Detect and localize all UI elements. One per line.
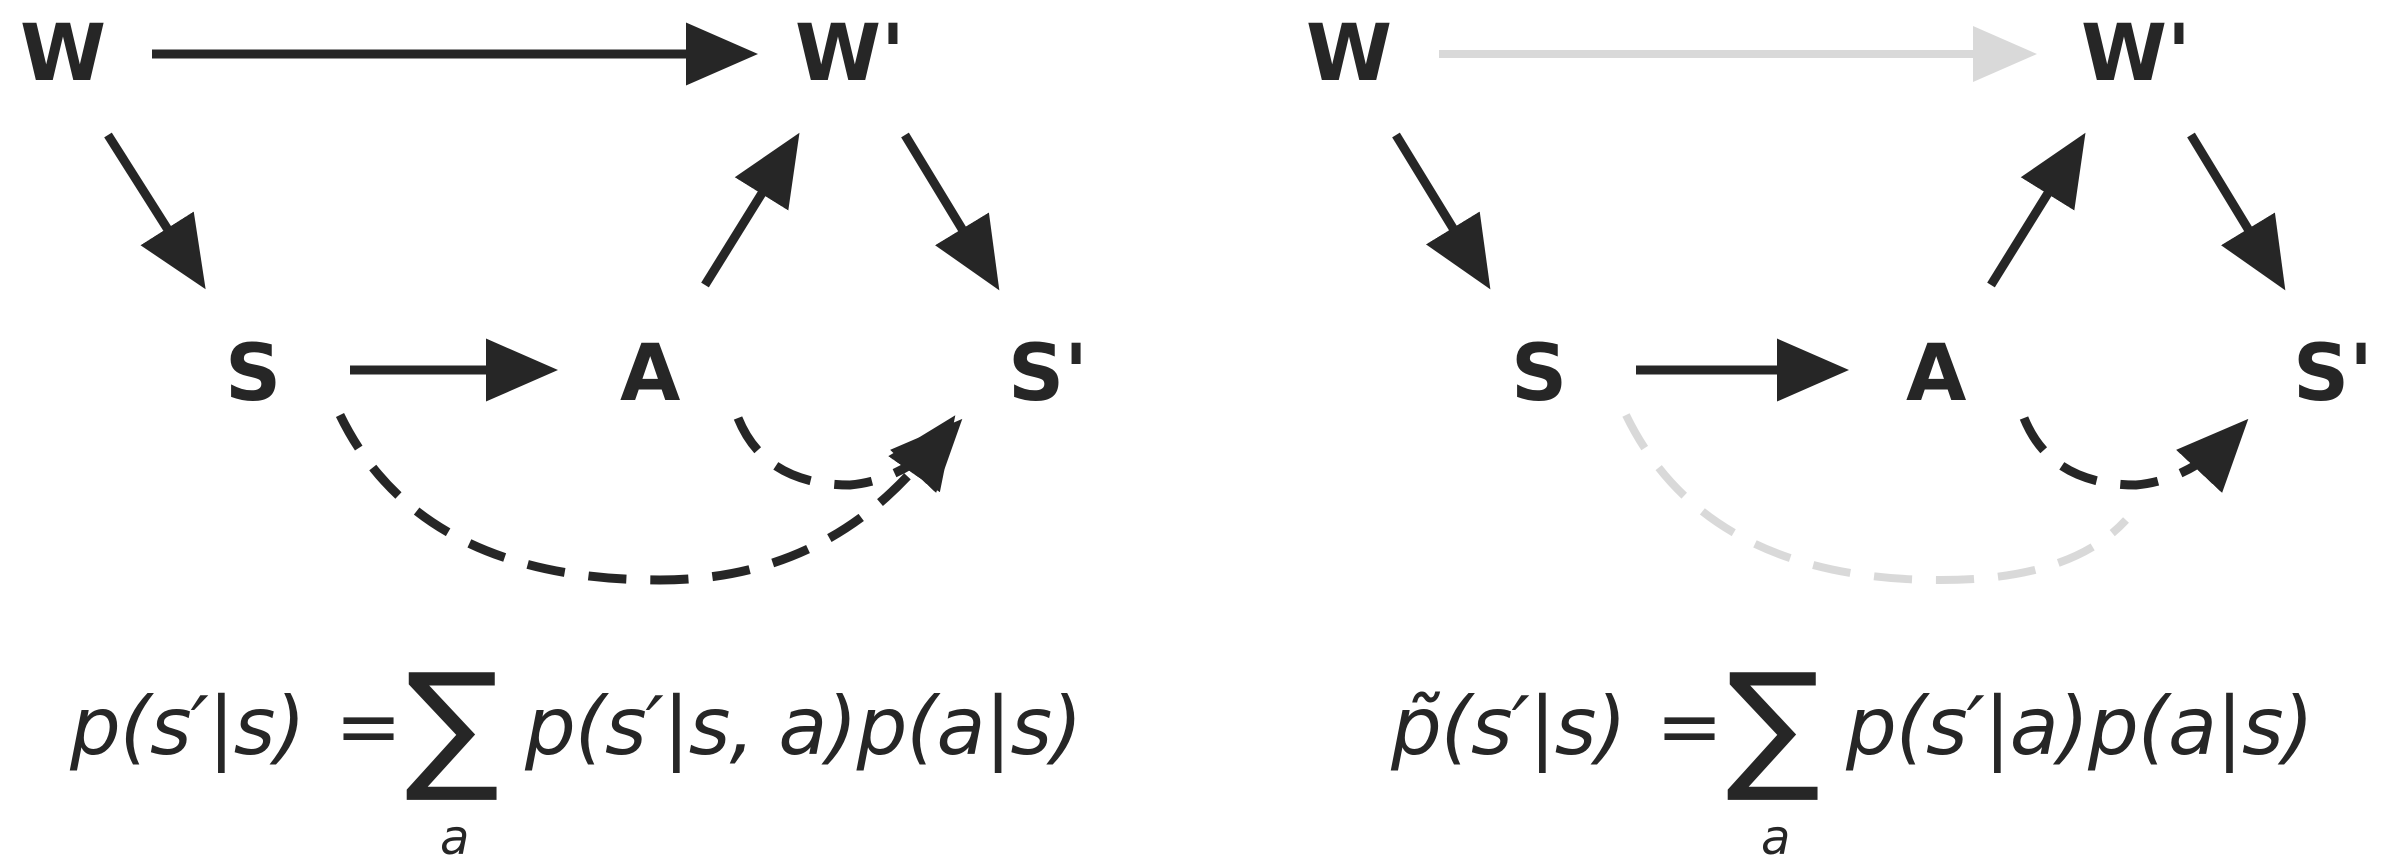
edge-a-dashed-to-sprime — [733, 416, 963, 493]
equation-equals: = — [335, 680, 402, 773]
node-a: A — [620, 329, 680, 419]
equation-full: p(s′|s) = ∑ a p(s′|s, a)p(a|s) — [70, 640, 1170, 866]
diagram-reduced: W W' S A S' p̃(s′|s) = ∑ a p(s′|a)p(a|s) — [1191, 0, 2382, 866]
equation-lhs: p̃(s′|s) — [1391, 680, 1627, 773]
causal-graph-reduced: W W' S A S' — [1306, 9, 2373, 585]
diagram-full: W W' S A S' p(s′|s) = ∑ a p(s′|s, a)p(a|… — [0, 0, 1191, 866]
edge-a-to-wprime — [1987, 132, 2086, 288]
equation-lhs: p(s′|s) — [70, 680, 306, 773]
edge-wprime-to-sprime — [901, 132, 1000, 291]
edge-a-dashed-to-sprime — [2019, 416, 2249, 493]
sum-index: a — [1761, 810, 1791, 866]
node-w: W — [1306, 9, 1392, 99]
causal-graph-full: W W' S A S' — [20, 9, 1088, 585]
equation-equals: = — [1656, 680, 1723, 773]
node-s: S — [225, 329, 281, 419]
edge-a-to-wprime — [701, 132, 800, 288]
node-sprime: S' — [1008, 329, 1088, 419]
sum-symbol: ∑ — [1726, 644, 1821, 807]
edge-s-dashed-to-sprime — [335, 413, 956, 585]
edge-w-to-s — [1392, 132, 1491, 290]
edge-w-to-s — [104, 132, 206, 290]
node-a: A — [1906, 329, 1966, 419]
equation-rhs: p(s′|s, a)p(a|s) — [525, 680, 1082, 773]
equation-rhs: p(s′|a)p(a|s) — [1846, 680, 2314, 773]
edge-s-dashed-to-sprime — [1622, 413, 2129, 585]
sum-symbol: ∑ — [405, 644, 500, 807]
node-s: S — [1511, 329, 1567, 419]
sum-index: a — [440, 810, 470, 866]
node-wprime: W' — [795, 9, 905, 99]
node-w: W — [20, 9, 106, 99]
node-sprime: S' — [2293, 329, 2373, 419]
equation-reduced: p̃(s′|s) = ∑ a p(s′|a)p(a|s) — [1391, 640, 2371, 866]
node-wprime: W' — [2081, 9, 2191, 99]
edge-wprime-to-sprime — [2187, 132, 2286, 291]
